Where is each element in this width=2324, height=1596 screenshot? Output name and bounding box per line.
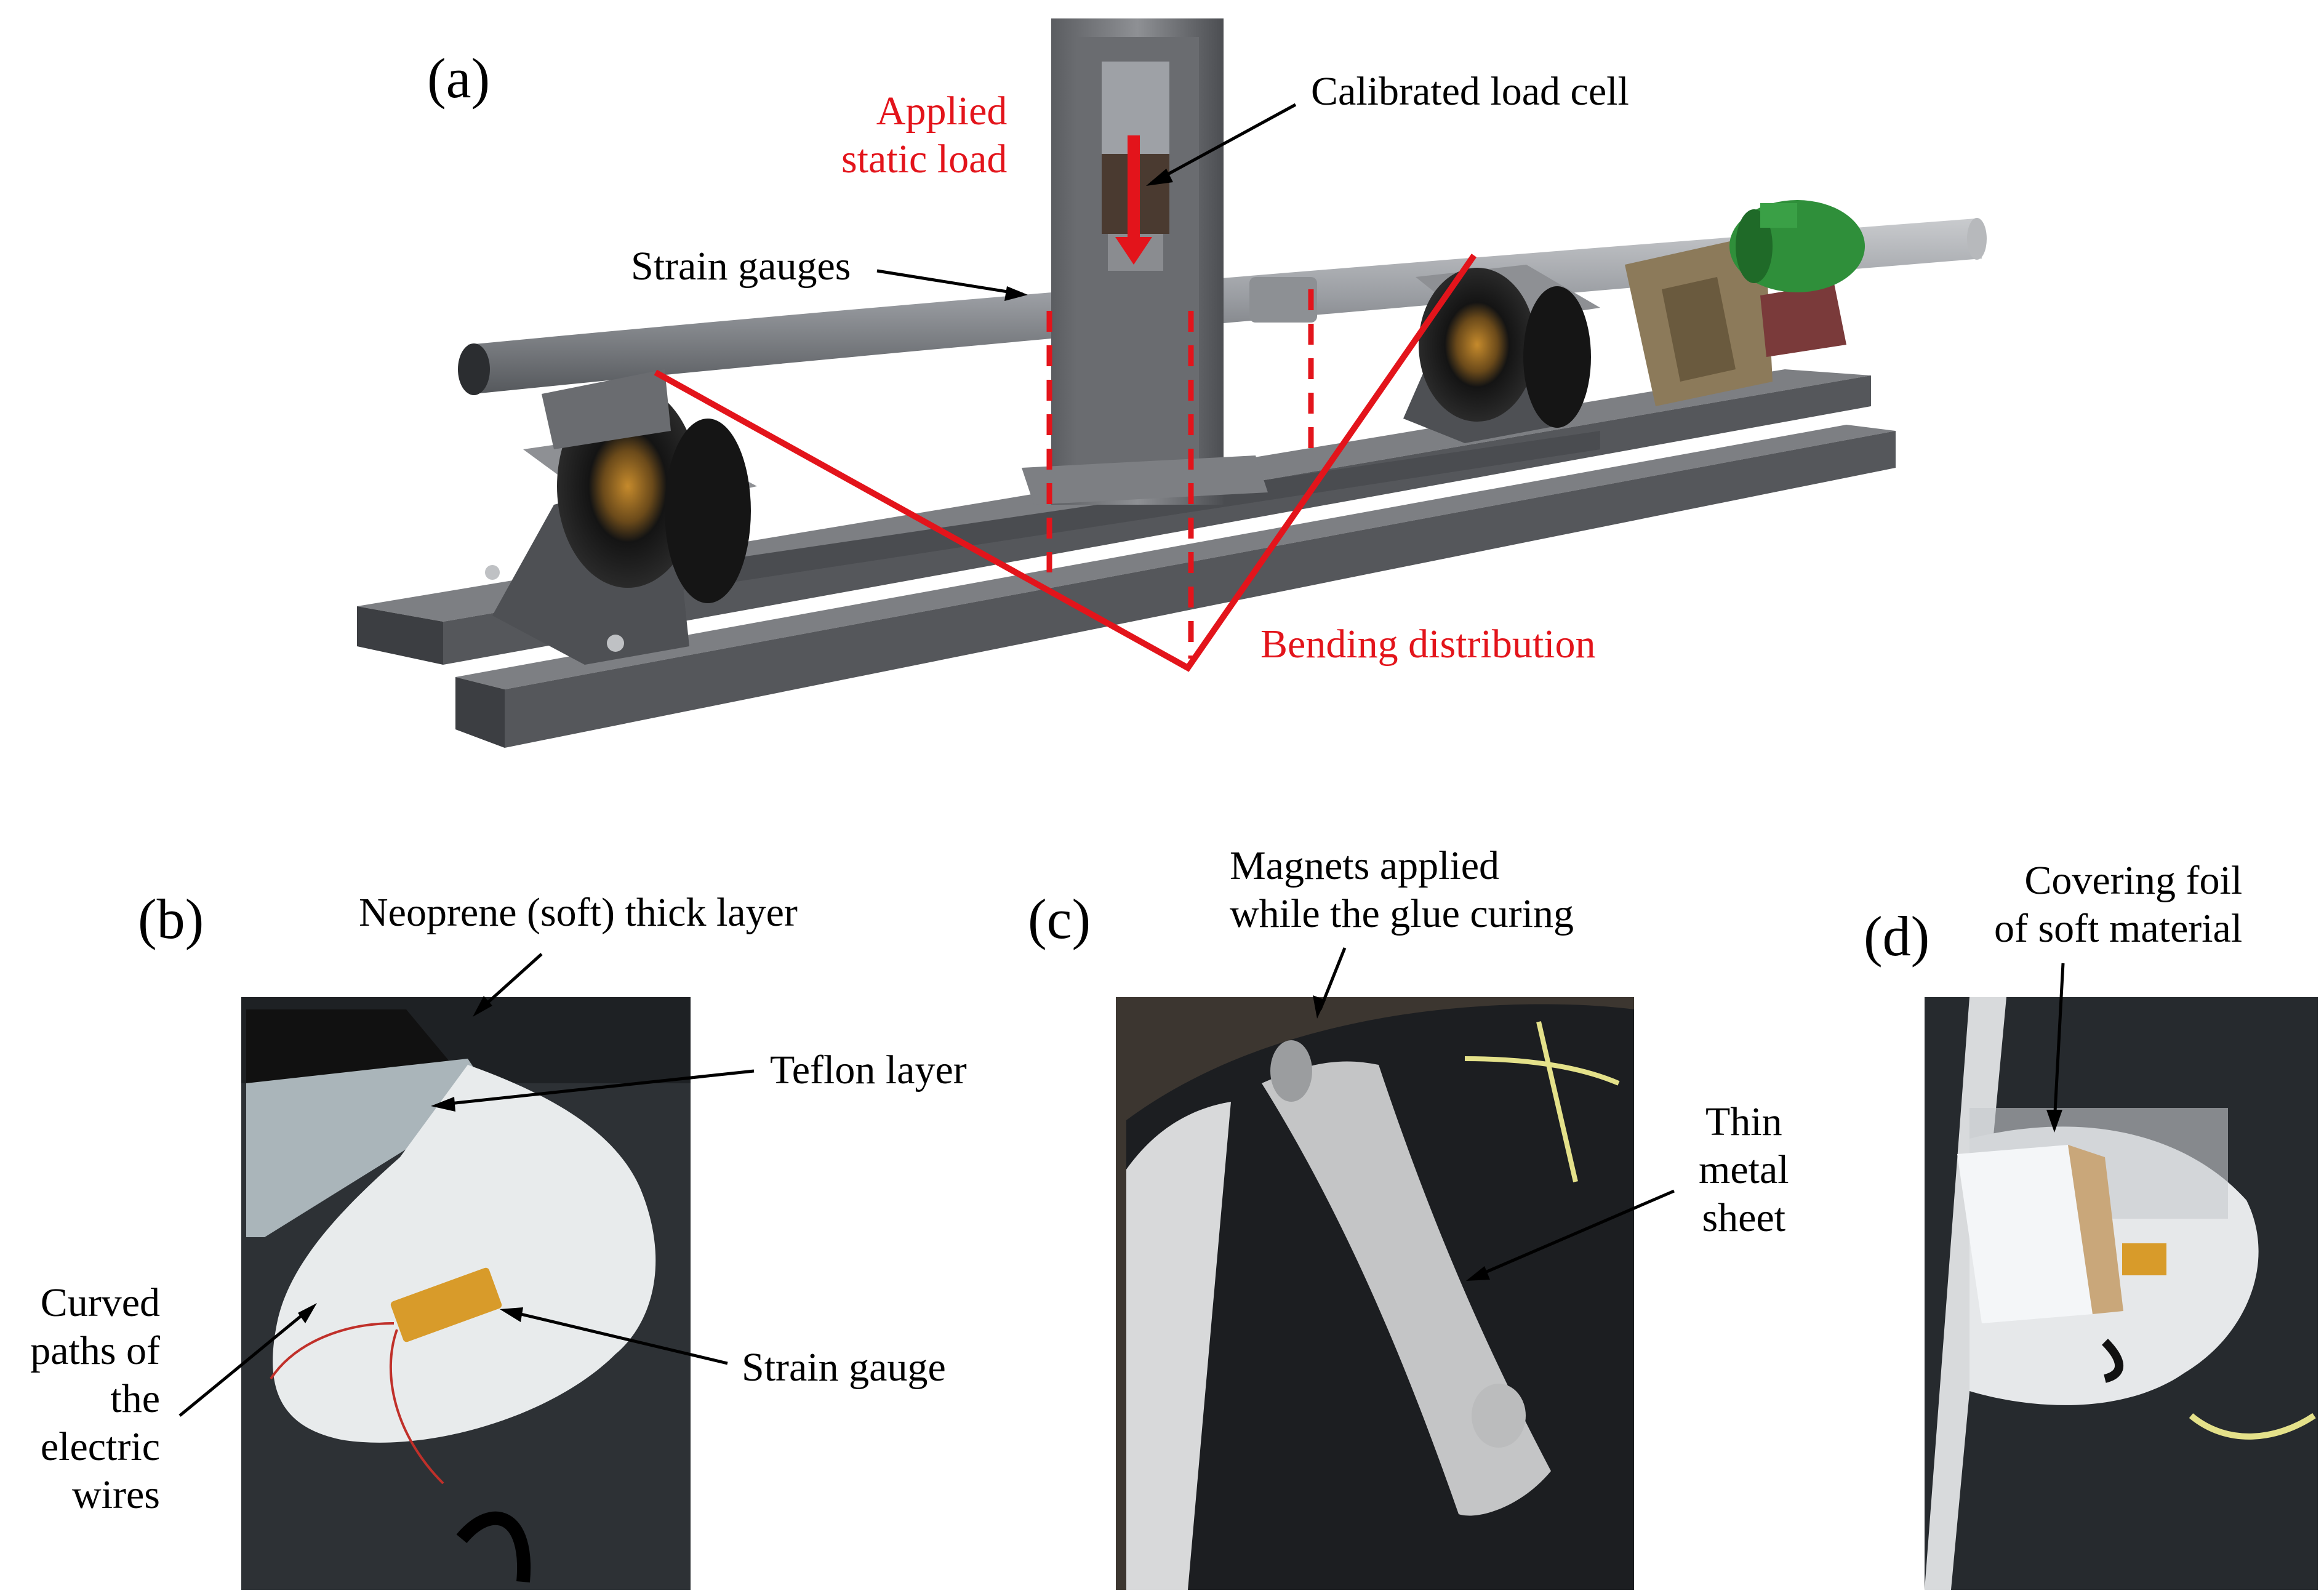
panel-b-tag: (b) bbox=[138, 888, 204, 950]
strain-gauge-label: Strain gauge bbox=[742, 1345, 946, 1390]
applied-static-load-label: Applied static load bbox=[841, 89, 1008, 182]
magnets-label: Magnets applied while the glue curing bbox=[1230, 843, 1574, 936]
strain-gauges-label: Strain gauges bbox=[631, 244, 851, 289]
left-support bbox=[485, 369, 757, 665]
photo-c-magnets bbox=[1116, 997, 1634, 1590]
panel-a-leader-arrows bbox=[876, 103, 1297, 296]
load-arrow bbox=[1115, 135, 1152, 265]
teflon-layer-label: Teflon layer bbox=[770, 1048, 967, 1093]
panel-a-tag: (a) bbox=[427, 47, 491, 110]
panel-c-tag: (c) bbox=[1028, 888, 1091, 950]
photo-b-strain-gauge bbox=[241, 997, 691, 1590]
bending-distribution-overlay bbox=[654, 254, 1477, 672]
right-support bbox=[1403, 265, 1600, 443]
photo-d-covering-foil bbox=[1925, 997, 2318, 1590]
photo-leader-arrows bbox=[178, 947, 2065, 1417]
panel-d-tag: (d) bbox=[1864, 905, 1930, 968]
drive-unit bbox=[1625, 200, 1865, 406]
curved-wire-paths-label: Curved paths of the electric wires bbox=[30, 1280, 160, 1517]
neoprene-layer-label: Neoprene (soft) thick layer bbox=[359, 890, 798, 935]
covering-foil-label: Covering foil of soft material bbox=[1994, 858, 2243, 951]
bending-distribution-label: Bending distribution bbox=[1260, 622, 1596, 667]
calibrated-load-cell-label: Calibrated load cell bbox=[1311, 69, 1629, 114]
loading-frame bbox=[1022, 18, 1268, 505]
thin-metal-sheet-label: Thin metal sheet bbox=[1699, 1099, 1789, 1240]
